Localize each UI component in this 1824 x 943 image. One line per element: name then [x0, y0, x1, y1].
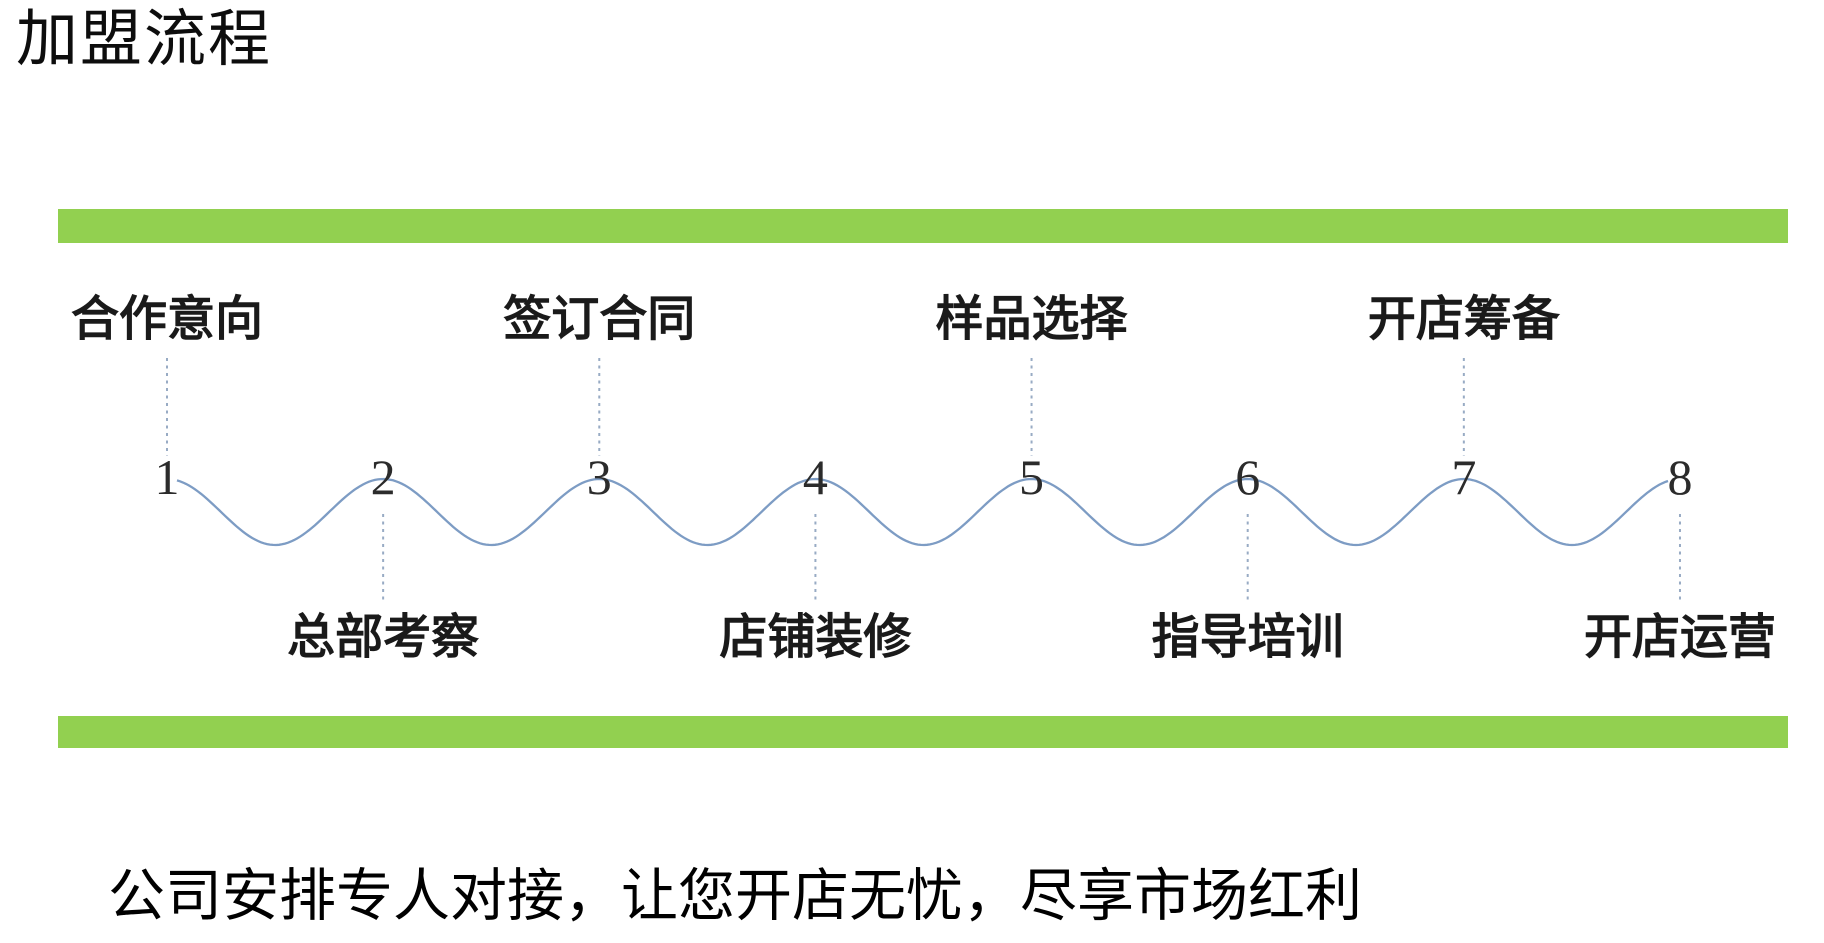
- green-bar-top: [58, 209, 1788, 243]
- step-label-3: 签订合同: [503, 293, 696, 346]
- step-label-1: 合作意向: [70, 293, 264, 346]
- wave-line: [176, 477, 1669, 547]
- step-number-2: 2: [370, 449, 396, 505]
- step-number-4: 4: [802, 449, 828, 505]
- step-number-7: 7: [1451, 449, 1477, 505]
- step-label-6: 指导培训: [1151, 611, 1344, 664]
- tagline-text: 公司安排专人对接，让您开店无忧，尽享市场红利: [108, 865, 1362, 928]
- step-number-6: 6: [1235, 449, 1261, 505]
- step-number-3: 3: [586, 449, 612, 505]
- step-label-8: 开店运营: [1583, 611, 1776, 664]
- step-number-8: 8: [1667, 449, 1693, 505]
- step-label-2: 总部考察: [287, 611, 480, 664]
- step-label-4: 店铺装修: [719, 611, 912, 664]
- green-bar-bottom: [58, 716, 1788, 748]
- step-number-5: 5: [1019, 449, 1045, 505]
- page-title: 加盟流程: [16, 6, 273, 74]
- step-label-7: 开店筹备: [1367, 293, 1560, 346]
- step-label-5: 样品选择: [935, 293, 1128, 346]
- step-number-1: 1: [154, 449, 180, 505]
